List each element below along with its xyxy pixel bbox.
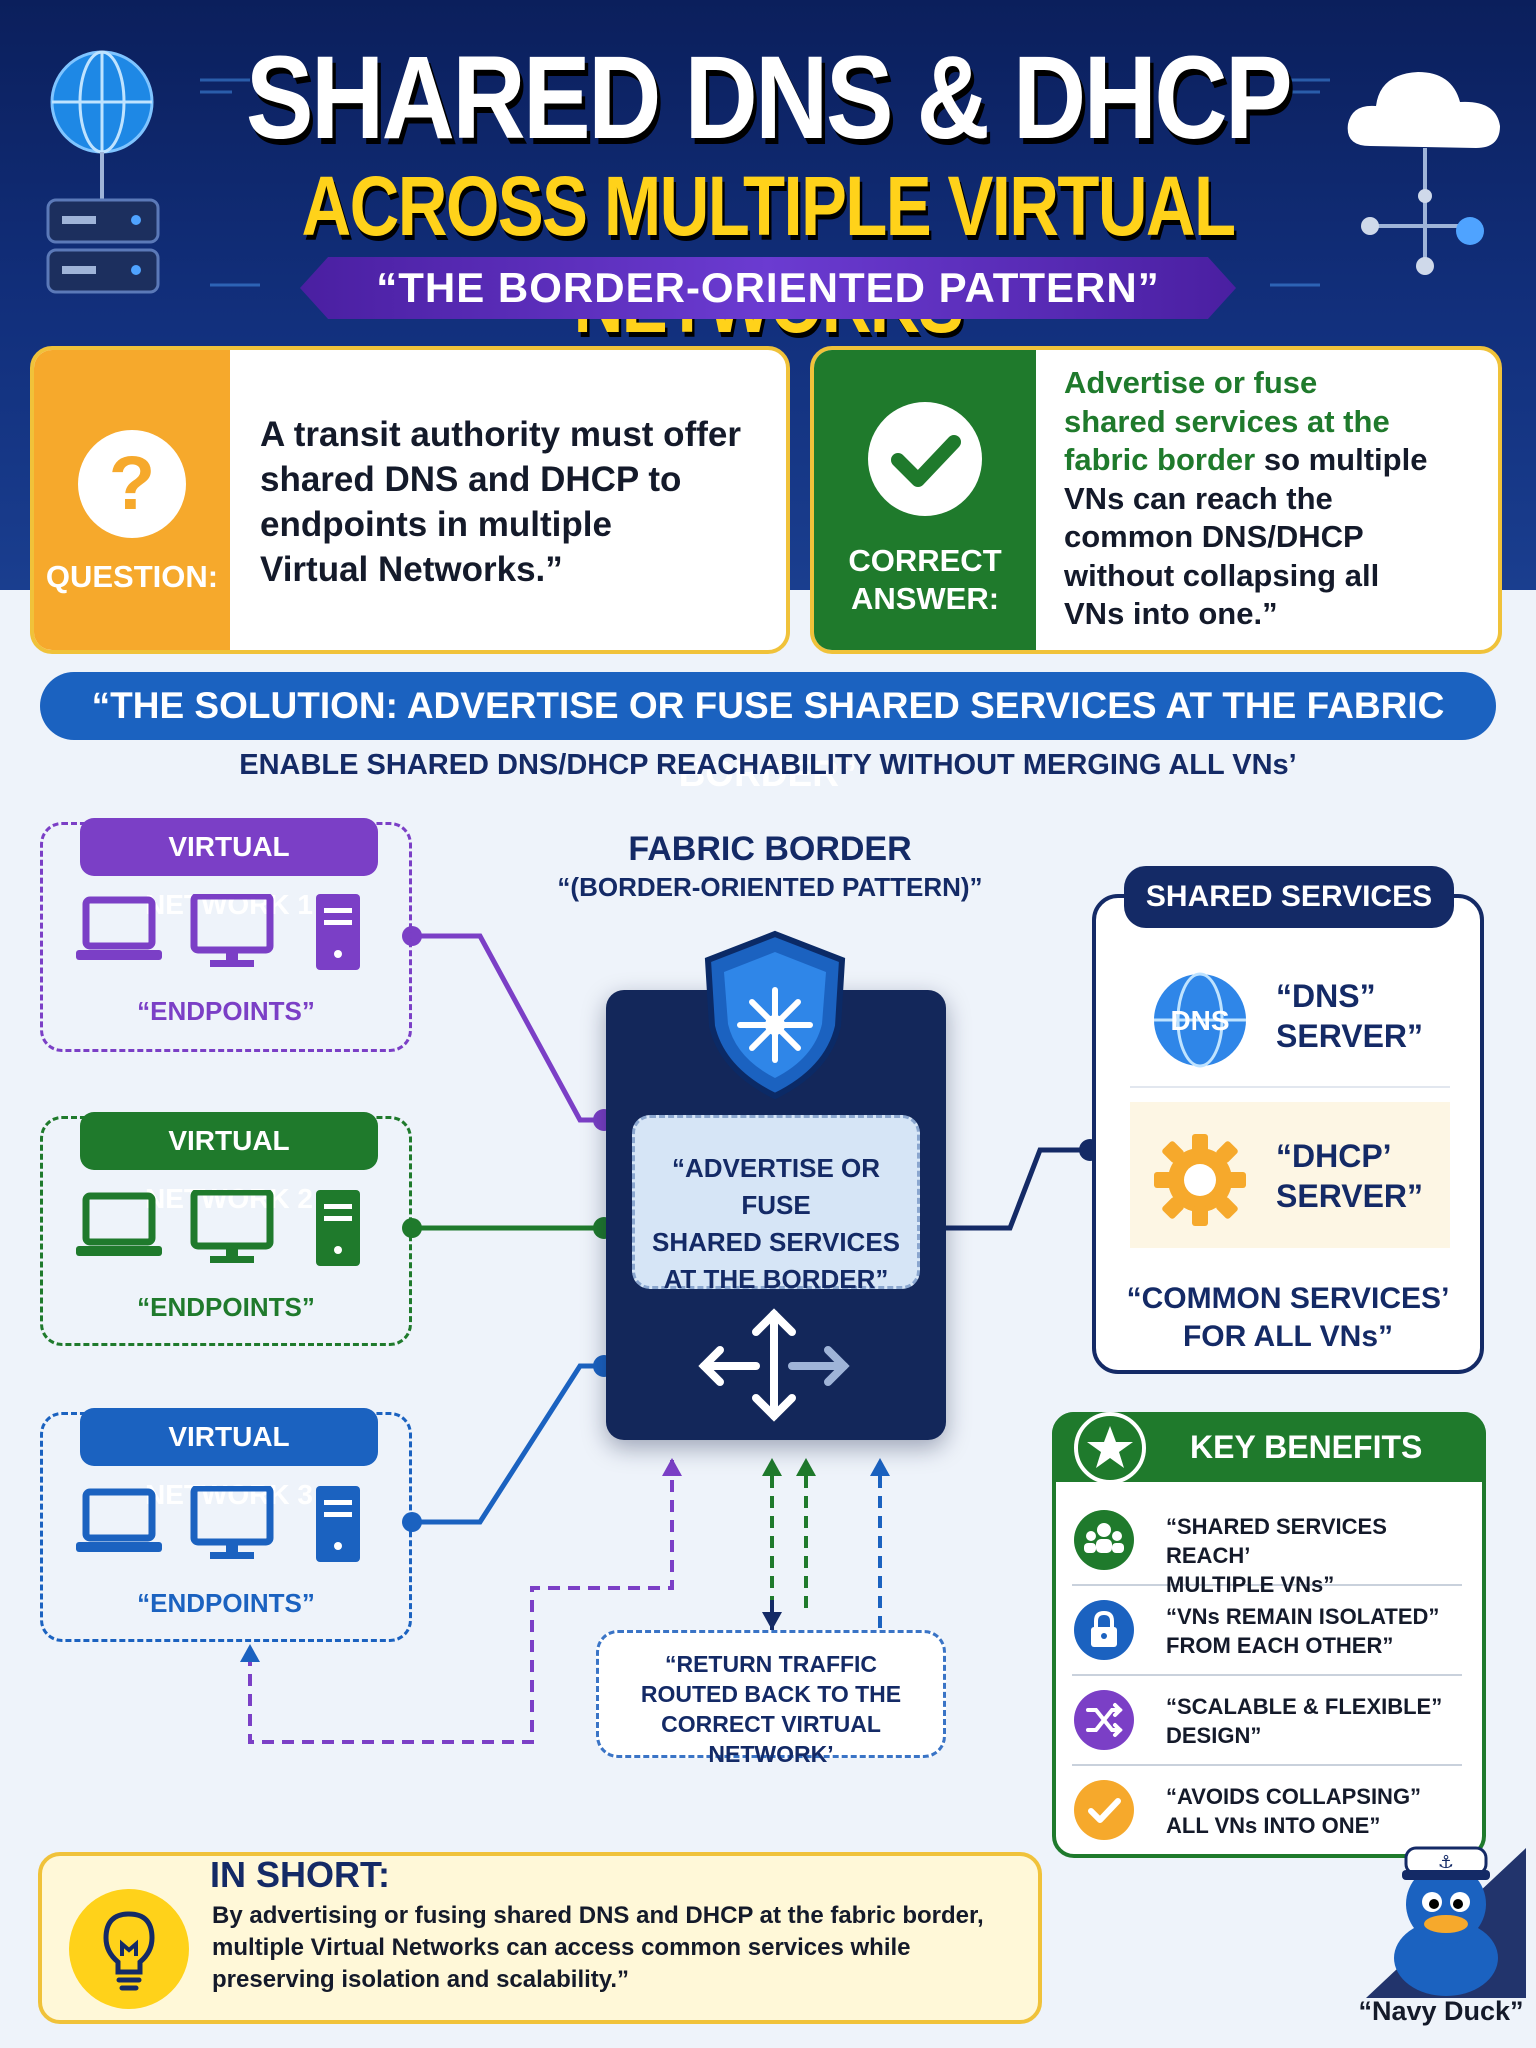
endpoints-label: “ENDPOINTS” — [137, 996, 315, 1026]
route-arrows-icon — [698, 1308, 850, 1422]
cloud-network-icon — [1347, 72, 1500, 275]
endpoint-devices-icon — [76, 1486, 360, 1562]
benefit-item: “SCALABLE & FLEXIBLE” DESIGN” — [1072, 1676, 1462, 1766]
lock-icon — [1074, 1600, 1134, 1660]
answer-label: CORRECT ANSWER: — [814, 542, 1036, 618]
benefit-line: ALL VNs INTO ONE” — [1166, 1813, 1381, 1838]
dhcp-server-item: “DHCP’ SERVER” — [1130, 1102, 1450, 1248]
answer-line: VNs can reach the — [1064, 480, 1333, 516]
answer-text: Advertise or fuse shared services at the… — [1064, 364, 1494, 634]
benefit-line: DESIGN” — [1166, 1723, 1262, 1748]
dhcp-server-label: “DHCP’ SERVER” — [1276, 1136, 1423, 1216]
endpoint-devices-icon — [76, 1190, 360, 1266]
main-title: SHARED DNS & DHCP — [245, 32, 1293, 164]
question-label: QUESTION: — [45, 559, 219, 594]
endpoint-devices-icon — [76, 894, 360, 970]
virtual-network-2-label: VIRTUAL NETWORK 2 — [80, 1112, 378, 1214]
check-icon — [1074, 1780, 1134, 1840]
dns-server-label: “DNS” SERVER” — [1276, 976, 1423, 1056]
benefit-text: “VNs REMAIN ISOLATED” FROM EACH OTHER” — [1166, 1602, 1439, 1660]
benefit-text: “SCALABLE & FLEXIBLE” DESIGN” — [1166, 1692, 1442, 1750]
answer-line: VNs into one.” — [1064, 596, 1278, 631]
benefit-line: “AVOIDS COLLAPSING” — [1166, 1784, 1422, 1809]
shield-icon — [704, 930, 846, 1100]
question-text: A transit authority must offer shared DN… — [260, 412, 780, 592]
globe-server-icon — [46, 50, 160, 294]
dns-badge-text: DNS — [1170, 1005, 1229, 1036]
common-line: “COMMON SERVICES’ — [1126, 1282, 1450, 1315]
pattern-ribbon: “THE BORDER-ORIENTED PATTERN” — [300, 257, 1236, 319]
question-mark-icon: ? — [78, 430, 186, 538]
dhcp-line: SERVER” — [1276, 1178, 1424, 1214]
question-line: Virtual Networks.” — [260, 550, 563, 589]
star-icon — [1074, 1412, 1146, 1484]
benefit-line: MULTIPLE VNs” — [1166, 1572, 1335, 1597]
people-icon — [1074, 1510, 1134, 1570]
virtual-network-3-label: VIRTUAL NETWORK 3 — [80, 1408, 378, 1510]
dhcp-line: “DHCP’ — [1276, 1138, 1392, 1174]
question-line: shared DNS and DHCP to — [260, 460, 682, 499]
dns-server-item: DNS “DNS” SERVER” — [1130, 942, 1450, 1088]
benefit-item: “SHARED SERVICES REACH’ MULTIPLE VNs” — [1072, 1496, 1462, 1597]
answer-highlight: fabric border — [1064, 442, 1256, 477]
advert-line: SHARED SERVICES — [651, 1227, 901, 1257]
benefit-item: “AVOIDS COLLAPSING” ALL VNs INTO ONE” — [1072, 1766, 1462, 1856]
mascot-label: “Navy Duck” — [1358, 1996, 1524, 2026]
dns-line: SERVER” — [1276, 1018, 1424, 1054]
advert-line: AT THE BORDER” — [663, 1264, 889, 1294]
question-line: endpoints in multiple — [260, 505, 612, 544]
fabric-border-subtitle: “(BORDER-ORIENTED PATTERN)” — [557, 872, 983, 902]
question-line: A transit authority must offer — [260, 415, 741, 454]
gear-icon — [1154, 1134, 1246, 1226]
in-short-line: preserving isolation and scalability.” — [212, 1966, 630, 1993]
endpoints-label: “ENDPOINTS” — [137, 1292, 315, 1322]
common-services-label: “COMMON SERVICES’ FOR ALL VNs” — [1100, 1280, 1476, 1356]
in-short-line: By advertising or fusing shared DNS and … — [212, 1902, 984, 1929]
shared-services-title: SHARED SERVICES — [1124, 866, 1454, 928]
answer-line: fabric border so multiple — [1064, 441, 1494, 480]
benefit-line: “VNs REMAIN ISOLATED” — [1166, 1604, 1440, 1629]
advertise-fuse-box: “ADVERTISE OR FUSE SHARED SERVICES AT TH… — [632, 1115, 920, 1294]
answer-label-line: CORRECT — [848, 543, 1002, 578]
return-traffic-box: “RETURN TRAFFIC ROUTED BACK TO THE CORRE… — [596, 1630, 946, 1767]
checkmark-icon — [868, 402, 982, 516]
dns-globe-icon: DNS — [1154, 972, 1246, 1068]
common-line: FOR ALL VNs” — [1182, 1320, 1393, 1353]
in-short-title: IN SHORT: — [210, 1854, 390, 1895]
answer-card: CORRECT ANSWER: Advertise or fuse shared… — [810, 346, 1502, 654]
answer-line: without collapsing all — [1064, 557, 1380, 593]
navy-duck-mascot: ⚓ — [1366, 1846, 1526, 1998]
svg-text:⚓: ⚓ — [1438, 1852, 1454, 1873]
answer-tail: so multiple — [1255, 442, 1428, 477]
advert-line: “ADVERTISE OR FUSE — [671, 1153, 881, 1220]
answer-line: common DNS/DHCP — [1064, 519, 1364, 554]
benefit-text: “SHARED SERVICES REACH’ MULTIPLE VNs” — [1166, 1512, 1462, 1599]
benefit-text: “AVOIDS COLLAPSING” ALL VNs INTO ONE” — [1166, 1782, 1421, 1840]
endpoints-label: “ENDPOINTS” — [137, 1588, 315, 1618]
solution-banner: “THE SOLUTION: ADVERTISE OR FUSE SHARED … — [40, 672, 1496, 794]
fabric-border-title: FABRIC BORDER — [628, 830, 912, 868]
shuffle-icon — [1074, 1690, 1134, 1750]
benefit-line: “SHARED SERVICES REACH’ — [1166, 1514, 1387, 1568]
return-line: CORRECT VIRTUAL NETWORK’ — [661, 1711, 881, 1767]
in-short-line: multiple Virtual Networks can access com… — [212, 1934, 911, 1961]
question-card: ? QUESTION: A transit authority must off… — [30, 346, 790, 654]
answer-line: Advertise or fuse — [1064, 365, 1318, 400]
benefit-line: “SCALABLE & FLEXIBLE” — [1166, 1694, 1443, 1719]
return-line: “RETURN TRAFFIC — [664, 1651, 878, 1677]
benefit-item: “VNs REMAIN ISOLATED” FROM EACH OTHER” — [1072, 1586, 1462, 1676]
header-decor — [200, 78, 1330, 287]
in-short-box — [38, 1852, 1042, 2024]
in-short-text: By advertising or fusing shared DNS and … — [212, 1900, 1032, 1996]
lightbulb-icon — [69, 1889, 189, 2009]
answer-label-line: ANSWER: — [850, 581, 1000, 616]
solution-subline: ENABLE SHARED DNS/DHCP REACHABILITY WITH… — [239, 749, 1297, 781]
benefit-line: FROM EACH OTHER” — [1166, 1633, 1394, 1658]
dns-line: “DNS” — [1276, 978, 1376, 1014]
answer-line: shared services at the — [1064, 403, 1390, 439]
return-line: ROUTED BACK TO THE — [640, 1681, 902, 1707]
virtual-network-1-label: VIRTUAL NETWORK 1 — [80, 818, 378, 920]
